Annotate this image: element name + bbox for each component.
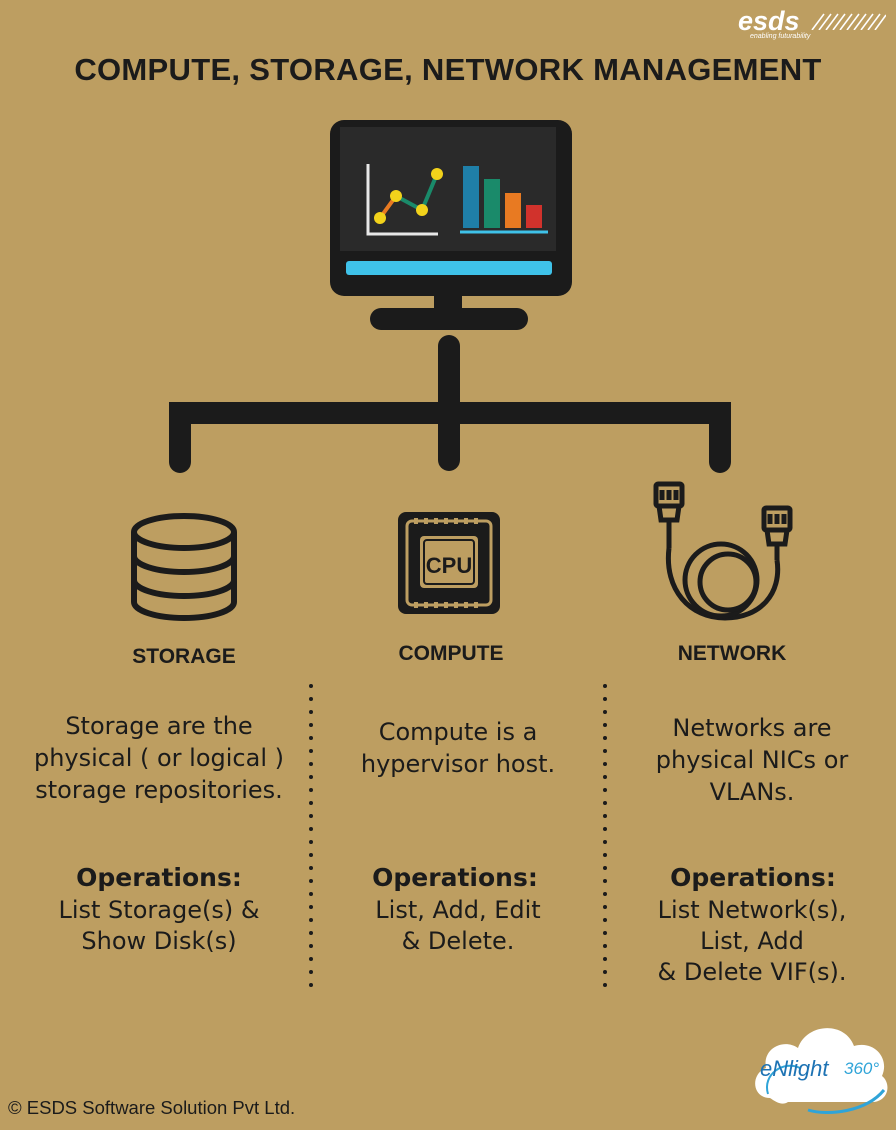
network-description: Networks are physical NICs or VLANs. xyxy=(612,712,892,808)
network-ops-line: List, Add xyxy=(700,927,804,955)
badge-brand: eNlight xyxy=(760,1056,829,1081)
monitor-icon xyxy=(330,120,572,330)
network-desc-line: Networks are xyxy=(672,714,832,742)
logo-word: esds xyxy=(738,6,800,36)
storage-ops-line: List Storage(s) & xyxy=(58,896,260,924)
storage-desc-line: storage repositories. xyxy=(35,776,283,804)
network-ops: List Network(s), List, Add & Delete VIF(… xyxy=(612,895,892,988)
compute-ops-line: & Delete. xyxy=(401,927,515,955)
storage-desc-line: physical ( or logical ) xyxy=(33,744,284,772)
storage-description: Storage are the physical ( or logical ) … xyxy=(14,710,304,806)
storage-desc-line: Storage are the xyxy=(65,712,253,740)
badge-suffix: 360° xyxy=(844,1059,879,1078)
compute-desc-line: Compute is a xyxy=(378,718,538,746)
network-label: NETWORK xyxy=(677,642,787,665)
storage-ops-line: Show Disk(s) xyxy=(81,927,237,955)
logo-tagline: enabling futurability xyxy=(750,33,811,40)
copyright-footer: © ESDS Software Solution Pvt Ltd. xyxy=(8,1097,296,1118)
storage-ops-heading: Operations: xyxy=(76,863,242,892)
bar-chart-icon xyxy=(460,166,548,234)
cpu-chip-icon: CPU xyxy=(398,512,500,614)
network-cable-icon xyxy=(653,481,793,621)
network-desc-line: VLANs. xyxy=(709,778,795,806)
line-chart-icon xyxy=(366,164,443,236)
compute-ops-heading: Operations: xyxy=(372,863,538,892)
storage-label: STORAGE xyxy=(132,645,236,668)
network-ops-line: List Network(s), xyxy=(657,896,847,924)
storage-ops: List Storage(s) & Show Disk(s) xyxy=(14,895,304,957)
database-icon xyxy=(131,513,237,621)
dotted-separators xyxy=(309,684,607,987)
cpu-chip-text: CPU xyxy=(426,553,472,578)
compute-ops-line: List, Add, Edit xyxy=(375,896,541,924)
network-ops-heading: Operations: xyxy=(670,863,836,892)
network-desc-line: physical NICs or xyxy=(655,746,849,774)
compute-ops: List, Add, Edit & Delete. xyxy=(318,895,598,957)
connector-lines xyxy=(169,335,731,473)
logo-stripes-icon xyxy=(811,13,886,30)
network-ops-line: & Delete VIF(s). xyxy=(657,958,847,986)
page-title: COMPUTE, STORAGE, NETWORK MANAGEMENT xyxy=(74,52,822,87)
compute-description: Compute is a hypervisor host. xyxy=(318,716,598,780)
enlight-360-badge: eNlight 360° xyxy=(755,1028,888,1114)
compute-desc-line: hypervisor host. xyxy=(360,750,556,778)
esds-logo: esds enabling futurability xyxy=(738,8,888,48)
compute-label: COMPUTE xyxy=(398,642,504,665)
